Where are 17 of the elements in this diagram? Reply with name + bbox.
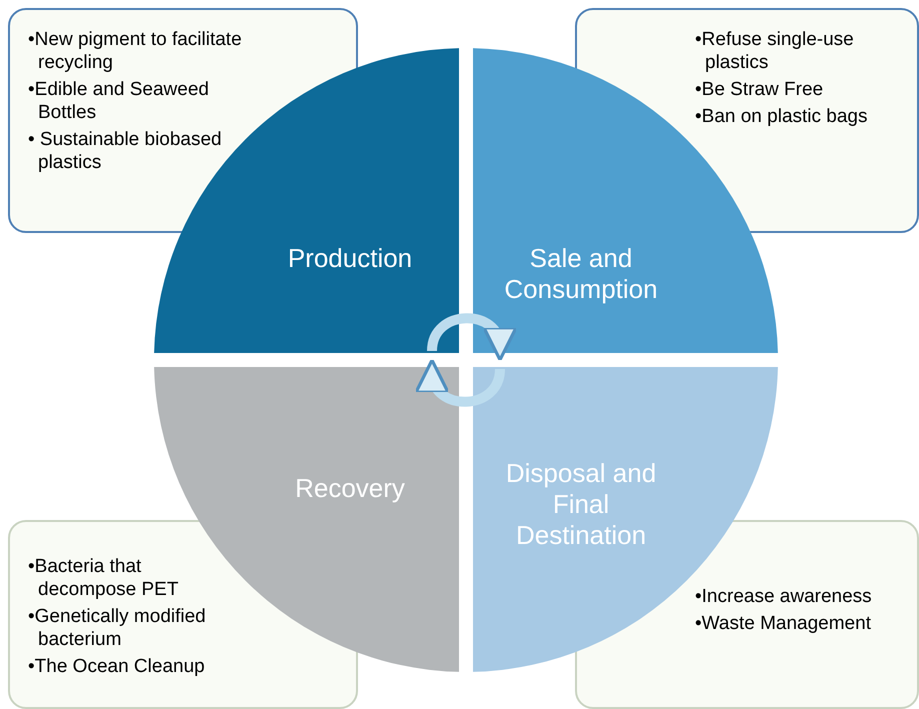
bullet-item: •Increase awareness: [695, 585, 873, 608]
bullet-item: •Refuse single-use plastics: [695, 28, 855, 74]
bullet-item: •Waste Management: [695, 612, 872, 635]
segment-title: Disposal and Final Destination: [504, 458, 658, 551]
bullet-item: •Genetically modified bacterium: [28, 605, 207, 651]
segment-title: Sale and Consumption: [503, 243, 659, 305]
bullet-item: • Sustainable biobased plastics: [28, 128, 223, 174]
segment-title: Production: [286, 243, 414, 274]
bullet-item: •New pigment to facilitate recycling: [28, 28, 243, 74]
segment-title: Recovery: [294, 473, 406, 504]
curved-arrow: [417, 358, 505, 407]
bullet-item: •Bacteria that decompose PET: [28, 555, 180, 601]
curved-arrow: [427, 313, 515, 362]
bullet-item: •Ban on plastic bags: [695, 105, 868, 128]
bullet-item: •Edible and Seaweed Bottles: [28, 78, 210, 124]
bullet-item: •The Ocean Cleanup: [28, 655, 206, 678]
bullet-item: •Be Straw Free: [695, 78, 824, 101]
